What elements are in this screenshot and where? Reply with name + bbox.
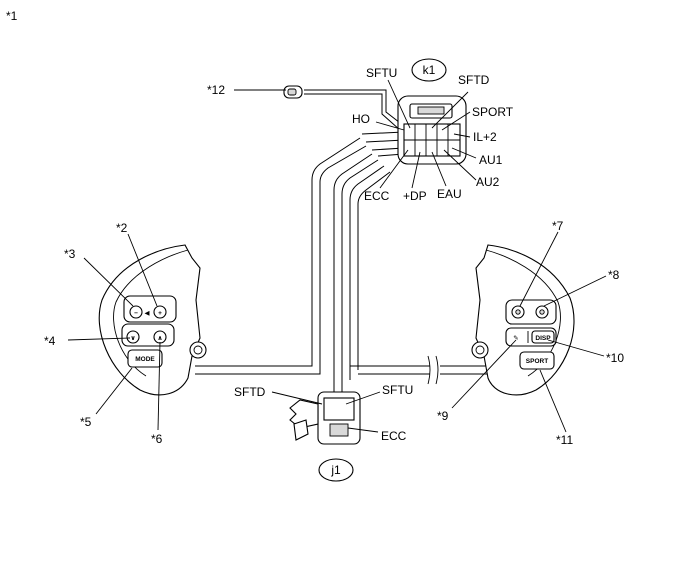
k1-terminal-dp: +DP xyxy=(403,189,427,203)
sensor-connector-12 xyxy=(283,85,303,99)
callout-9: *9 xyxy=(437,409,449,423)
mode-button[interactable] xyxy=(127,349,163,368)
callout-2: *2 xyxy=(116,221,128,235)
connector-j1: j1 xyxy=(289,391,361,482)
j1-leaders xyxy=(271,391,381,433)
volume-down-button[interactable] xyxy=(129,305,143,319)
k1-terminal-sport: SPORT xyxy=(472,105,514,119)
k1-leaders xyxy=(375,79,477,189)
k1-terminal-il2: IL+2 xyxy=(473,130,497,144)
sport-button-label: SPORT xyxy=(526,358,548,365)
left-steering-switch: MODE − ◀ + ∨ ∧ xyxy=(98,244,207,396)
left-switch-mount-hole xyxy=(189,341,207,359)
k1-label-oval xyxy=(411,58,447,82)
seek-down-button[interactable] xyxy=(126,330,140,344)
k1-label: k1 xyxy=(423,63,436,77)
figure-number: *1 xyxy=(6,9,18,23)
voice-icon: ✎ xyxy=(513,335,518,342)
disp-button-label: DISP xyxy=(535,335,551,342)
j1-terminal-ecc: ECC xyxy=(381,429,407,443)
volume-icon: ◀ xyxy=(145,310,150,317)
k1-terminal-au2: AU2 xyxy=(476,175,500,189)
callout-5: *5 xyxy=(80,415,92,429)
callout-6: *6 xyxy=(151,432,163,446)
k1-terminal-sftu: SFTU xyxy=(366,66,397,80)
callout-7: *7 xyxy=(552,219,564,233)
callout-11: *11 xyxy=(556,433,573,447)
right-switch-leaders xyxy=(451,231,607,433)
callout-3: *3 xyxy=(64,247,76,261)
volume-up-button[interactable] xyxy=(153,305,167,319)
j1-terminal-sftu: SFTU xyxy=(382,383,413,397)
seek-up-label: ∧ xyxy=(157,335,162,342)
mode-button-label: MODE xyxy=(135,356,155,363)
right-switch-mount-hole xyxy=(471,341,489,359)
volume-down-label: − xyxy=(134,310,138,317)
callout-10: *10 xyxy=(606,351,624,365)
j1-label: j1 xyxy=(330,463,341,477)
connector-k1: k1 xyxy=(397,58,467,165)
volume-up-label: + xyxy=(158,310,162,317)
seek-down-label: ∨ xyxy=(130,335,135,342)
k1-terminal-sftd: SFTD xyxy=(458,73,490,87)
k1-terminal-au1: AU1 xyxy=(479,153,503,167)
j1-label-oval xyxy=(318,458,354,482)
k1-terminal-ecc: ECC xyxy=(364,189,390,203)
j1-terminal-sftd: SFTD xyxy=(234,385,266,399)
k1-terminal-ho: HO xyxy=(352,112,370,126)
left-switch-leaders xyxy=(67,233,161,431)
sport-button[interactable] xyxy=(519,351,555,370)
callout-8: *8 xyxy=(608,268,620,282)
callout-4: *4 xyxy=(44,334,56,348)
callout-12: *12 xyxy=(207,83,225,97)
k1-terminal-eau: EAU xyxy=(437,187,462,201)
right-steering-switch: ✎ DISP SPORT xyxy=(471,244,575,396)
